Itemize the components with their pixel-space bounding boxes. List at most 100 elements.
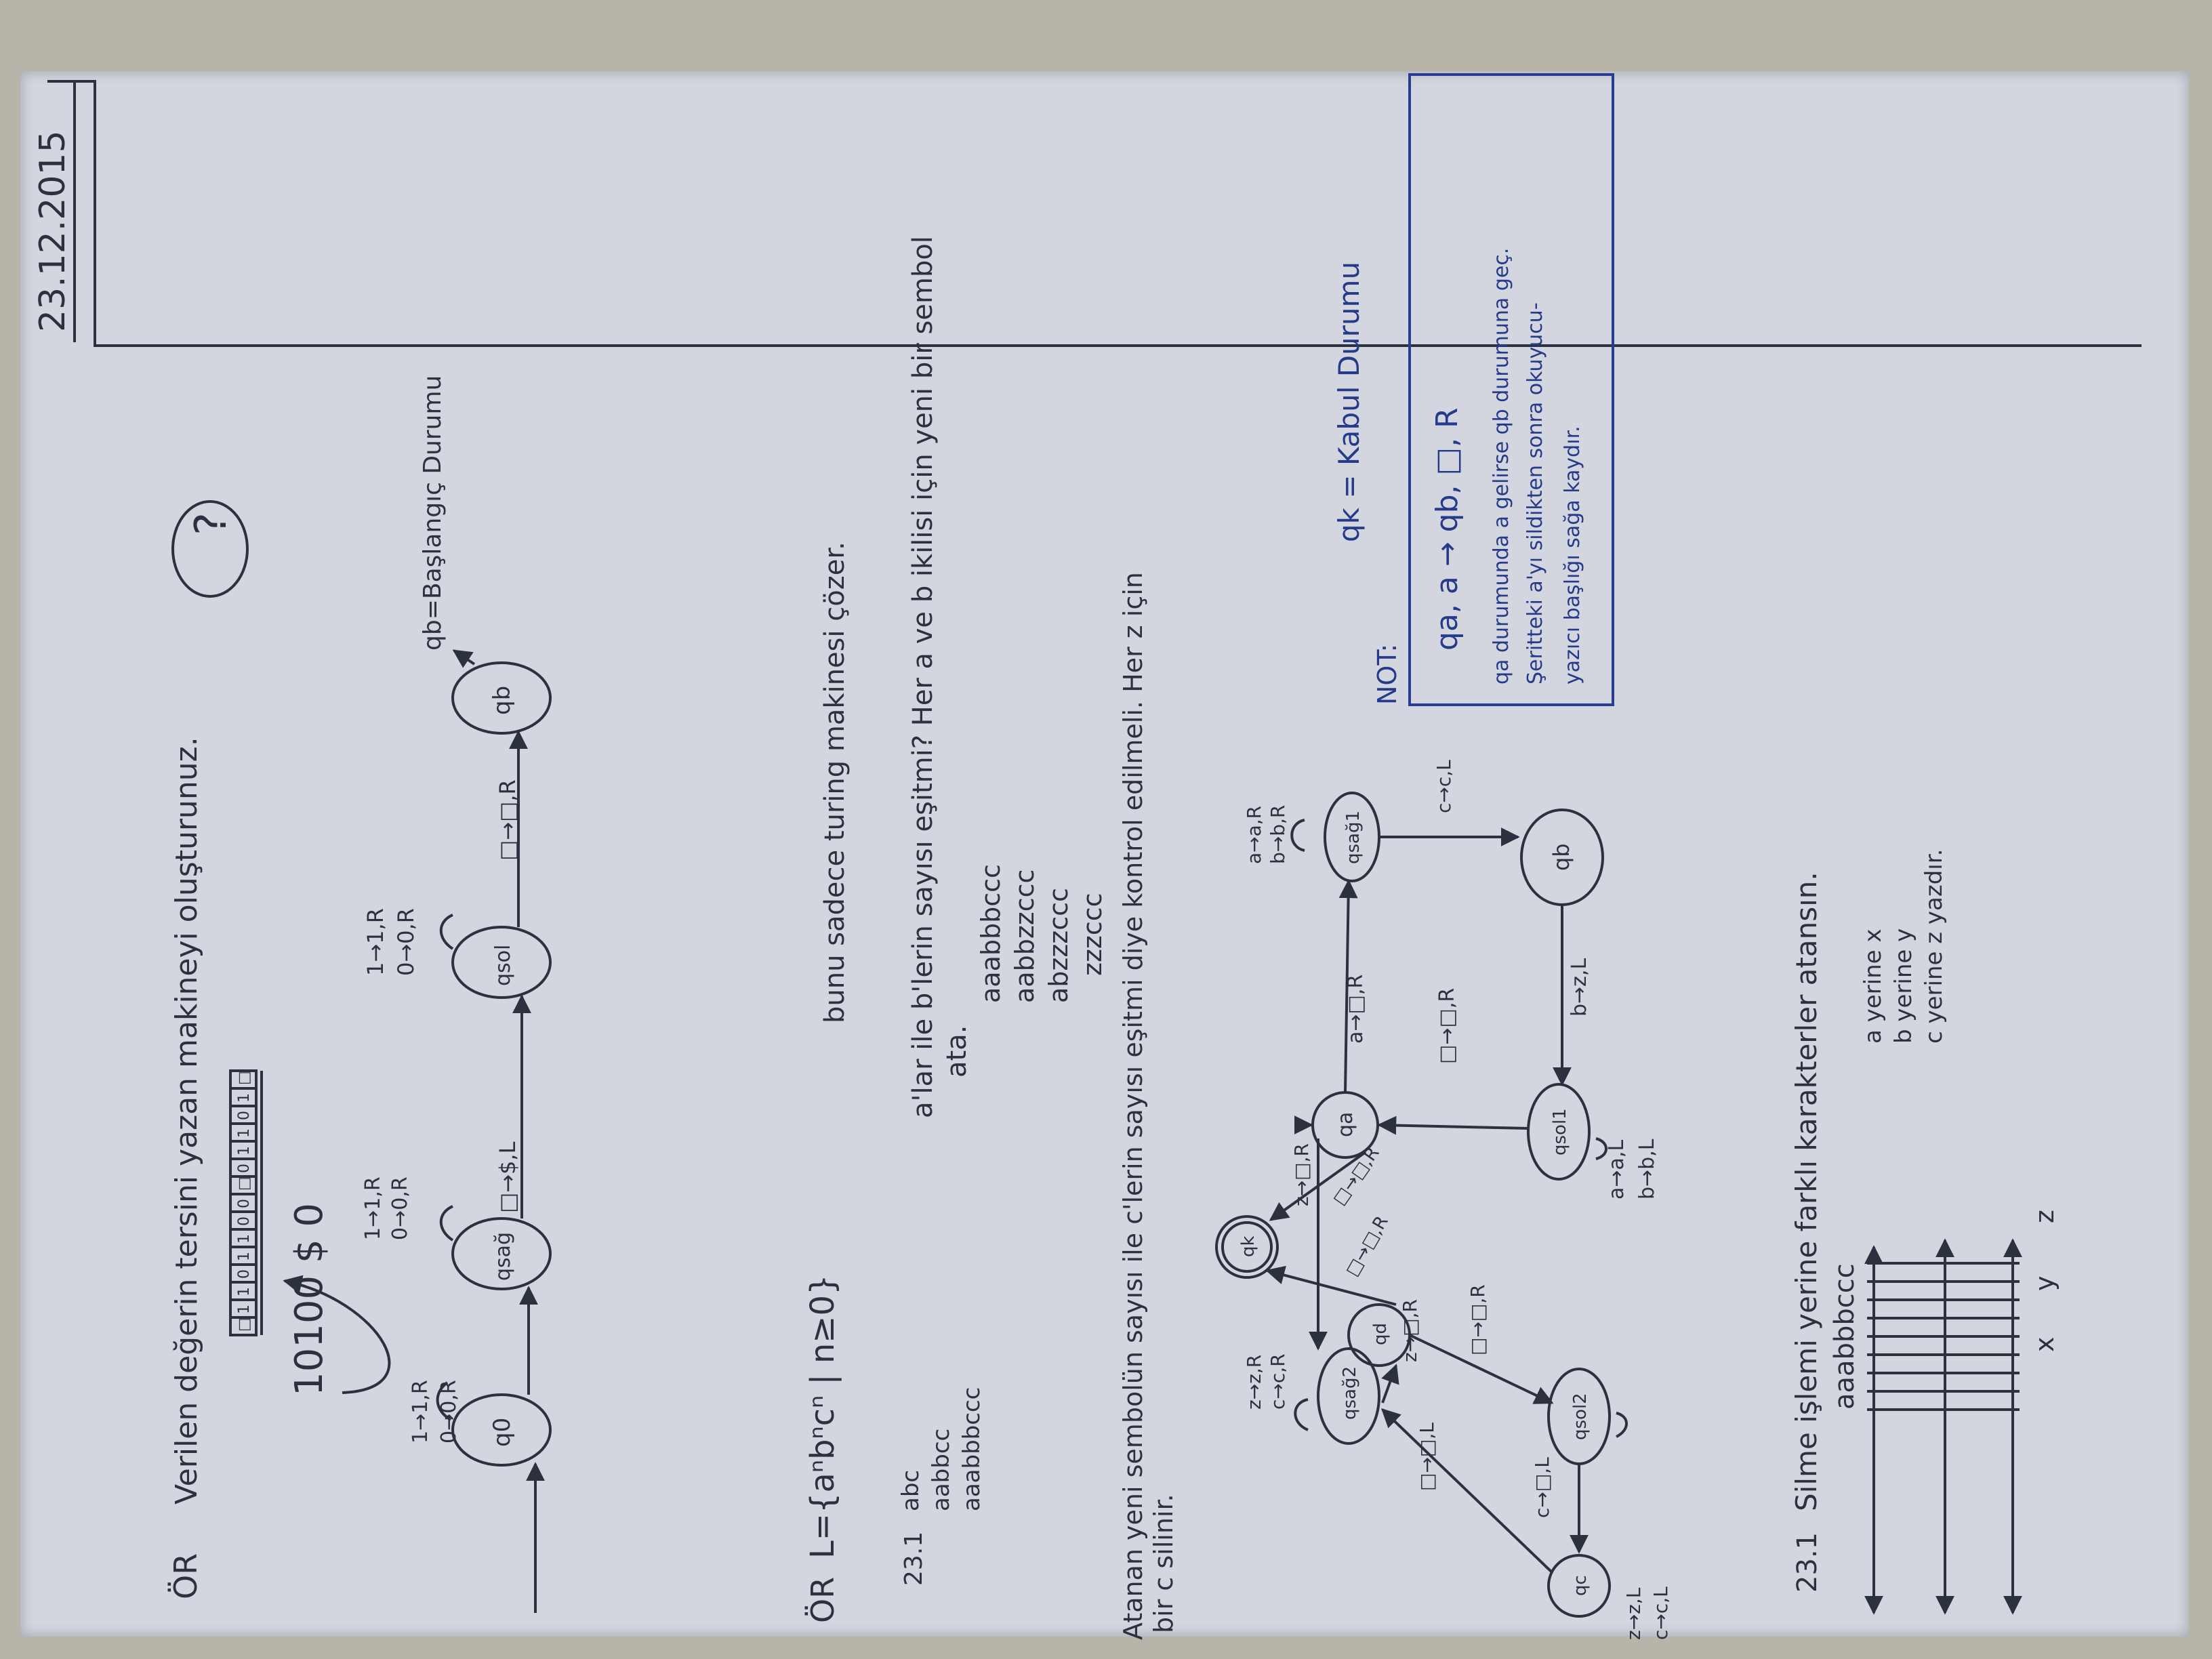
state-qb [451,661,552,735]
svg-text:b→b,R: b→b,R [1267,805,1289,864]
svg-text:abzzzccc: abzzzccc [1044,888,1073,1003]
section2-label: ÖR [804,1577,841,1623]
svg-text:qsağ: qsağ [491,1232,515,1281]
svg-text:qsağ2: qsağ2 [1340,1366,1360,1420]
tape-symbol: 0 [236,1216,253,1226]
section-1: ÖR Verilen değerin tersini yazan makiney… [167,375,552,1613]
note-formula: qa, a → qb, □, R [1430,407,1465,651]
svg-text:c yerine z yazdır.: c yerine z yazdır. [1921,849,1948,1044]
svg-text:b→z,L: b→z,L [1568,958,1591,1017]
svg-text:□→$,L: □→$,L [495,1141,520,1213]
svg-text:0→0,R: 0→0,R [393,908,419,976]
state-qk [1215,1215,1279,1279]
svg-text:a yerine x: a yerine x [1860,928,1887,1044]
svg-text:qc: qc [1570,1575,1591,1596]
bullet1-line1: a'lar ile b'lerin sayısı eşitmi? Her a v… [907,236,939,1118]
svg-text:qd: qd [1370,1323,1391,1345]
svg-text:aaabbbccc: aaabbbccc [976,864,1006,1003]
svg-text:z→□,R: z→□,R [1399,1299,1421,1362]
tape-symbol: 1 [236,1093,253,1103]
tape-symbol: 0 [236,1269,253,1279]
tape-symbol: □ [236,1317,253,1332]
date-text: 23.12.2015 [33,130,73,332]
svg-text:zzzccc: zzzccc [1078,893,1107,976]
svg-text:aabbzzccc: aabbzzccc [1010,869,1040,1003]
svg-text:qsağ1: qsağ1 [1343,811,1364,864]
svg-text:qb: qb [489,686,516,715]
svg-text:b yerine y: b yerine y [1890,928,1917,1044]
state-q0 [451,1393,552,1467]
svg-text:qsol1: qsol1 [1550,1108,1570,1155]
mapping-list: a yerine x b yerine y c yerine z yazdır. [1860,849,1948,1044]
tape-drawing: aaabbbccc x y z [1829,1210,2060,1615]
tape-symbol: 1 [236,1234,253,1244]
svg-text:aaabbbccc: aaabbbccc [958,1387,985,1511]
language-def: L={aⁿbⁿcⁿ | n≥0} [804,1274,842,1559]
note-line1: qa durumunda a gelirse qb durumuna geç. [1490,248,1513,684]
svg-text:a→□,R: a→□,R [1344,975,1368,1044]
svg-text:y: y [2030,1276,2060,1292]
paper-sheet [20,71,2189,1637]
svg-text:z→□,R: z→□,R [1290,1143,1313,1206]
svg-text:□→□,R: □→□,R [1467,1284,1489,1355]
bullet2-line2: bir c silinir. [1149,1494,1179,1633]
solve-text: bunu sadece turing makinesi çözer. [819,541,851,1023]
example-text: 10100 $ 0 [287,1203,331,1396]
svg-text:□→□,L: □→□,L [1416,1422,1438,1491]
svg-text:□→□,R: □→□,R [495,779,520,861]
bullet2-line1: Atanan yeni sembolün sayısı ile c'lerin … [1118,572,1148,1640]
svg-text:0→0,R: 0→0,R [388,1176,412,1240]
svg-text:qsol2: qsol2 [1570,1393,1591,1440]
note-box: qk = Kabul Durumu NOT: qa, a → qb, □, R … [1332,73,1614,706]
example-words: abc aabbcc aaabbbccc [897,1387,985,1511]
note-title: NOT: [1372,644,1402,705]
section1-label: ÖR [167,1553,204,1599]
trace-words: aaabbbccc aabbzzccc abzzzccc zzzccc [976,864,1107,1003]
state-qsol [451,926,552,999]
svg-text:a→a,R: a→a,R [1243,806,1265,864]
state-qc [1547,1554,1611,1618]
tape-symbol: 0 [236,1111,253,1120]
tape-symbol: 1 [236,1252,253,1261]
tape-symbol: 1 [236,1305,253,1314]
state-qsag2 [1317,1347,1380,1445]
tape-symbol: 0 [236,1164,253,1173]
svg-text:z: z [2030,1210,2060,1223]
question-circle: ? [171,500,249,598]
svg-text:?: ? [186,512,237,535]
svg-text:□→□,R: □→□,R [1435,988,1459,1064]
section-2: ÖR L={aⁿbⁿcⁿ | n≥0} 23.1 abc aabbcc aaab… [804,236,1179,1640]
svg-text:□→□,R: □→□,R [1342,1212,1393,1279]
svg-text:x: x [2030,1337,2060,1353]
diagram-1: q0 qsağ qsol qb 1→1,R 0→0,R □→$,L 1→1,R [361,375,552,1613]
svg-text:1→1,R: 1→1,R [361,1176,385,1240]
svg-text:1→1,R: 1→1,R [363,908,388,976]
note-line2: Şeritteki a'yı sildikten sonra okuyucu- [1523,302,1547,684]
state-qsag [451,1217,552,1290]
section3-instruction: Silme işlemi yerine farklı karakterler a… [1790,872,1823,1511]
svg-text:qsol: qsol [491,945,515,986]
diagram-2: qa qsağ1 qb qsol1 qk qsağ2 qd qsol2 qc a… [1215,760,1672,1640]
svg-text:aaabbbccc: aaabbbccc [1829,1263,1860,1410]
tape-cell [229,1069,258,1090]
tape-symbol: 1 [236,1146,253,1155]
section1-question: Verilen değerin tersini yazan makineyi o… [169,737,204,1504]
svg-text:b→b,L: b→b,L [1635,1139,1659,1200]
svg-text:aabbcc: aabbcc [928,1429,955,1511]
tape-symbol: □ [236,1071,253,1085]
svg-text:qk: qk [1238,1235,1258,1257]
svg-text:□→□,R: □→□,R [1329,1143,1383,1209]
svg-text:c→c,L: c→c,L [1650,1586,1672,1640]
svg-text:z→z,L: z→z,L [1622,1587,1645,1640]
svg-text:q0: q0 [489,1418,516,1447]
svg-text:c→□,L: c→□,L [1531,1457,1553,1518]
date-box: 23.12.2015 [33,80,2142,347]
item-num-2: 23.1 [1792,1532,1823,1593]
svg-text:qb: qb [1549,843,1574,871]
svg-text:z→z,R: z→z,R [1243,1355,1265,1410]
tape-symbol: □ [236,1176,253,1191]
svg-text:c→c,R: c→c,R [1267,1353,1289,1410]
